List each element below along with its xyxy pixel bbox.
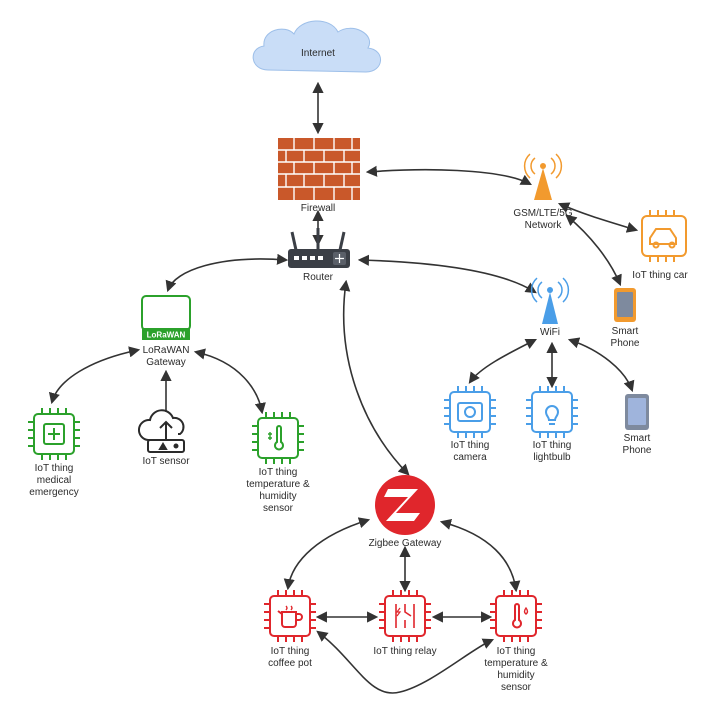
cell-tower-icon	[523, 153, 563, 200]
thermometer-chip-icon	[252, 412, 304, 464]
smartphone-icon	[625, 394, 649, 430]
internet-label: Internet	[301, 48, 335, 59]
iot-coffee-label: IoT thing coffee pot	[268, 646, 312, 669]
router-label: Router	[302, 272, 333, 283]
phone-cell-label: Smart Phone	[610, 326, 640, 349]
lorawan-gateway-icon	[141, 295, 191, 340]
cloud-upload-icon	[138, 409, 185, 453]
cell-network-label: GSM/LTE/5G Network	[513, 208, 573, 231]
thermometer-chip-icon	[490, 590, 542, 642]
car-chip-icon	[641, 210, 687, 262]
iot-relay-label: IoT thing relay	[373, 646, 437, 657]
wifi-tower-icon	[530, 277, 570, 324]
edge-zigbee-coffee	[283, 517, 371, 591]
lightbulb-chip-icon	[526, 386, 578, 438]
medical-chip-icon	[28, 408, 80, 460]
lorawan-badge-text: LoRaWAN	[147, 331, 186, 340]
edge-wifi-camera	[468, 338, 538, 384]
wifi-label: WiFi	[540, 327, 560, 338]
zigbee-gateway-label: Zigbee Gateway	[368, 538, 442, 549]
phone-wifi-label: Smart Phone	[622, 433, 652, 456]
camera-chip-icon	[444, 386, 496, 438]
smartphone-icon	[614, 288, 636, 322]
edge-cellnetwork-phone	[565, 214, 622, 287]
iot-lightbulb-label: IoT thing lightbulb	[532, 440, 572, 463]
edge-zigbee-tempzig	[439, 518, 521, 593]
iot-medical-label: IoT thing medical emergency	[29, 463, 79, 498]
edge-lorawan-temp	[193, 348, 266, 415]
relay-chip-icon	[379, 590, 431, 642]
edge-firewall-cellnetwork	[365, 165, 532, 186]
edge-coffee-tempzig	[316, 630, 495, 694]
coffee-pot-chip-icon	[264, 590, 316, 642]
edge-router-zigbee	[339, 279, 410, 476]
edge-lorawan-medical	[48, 346, 141, 405]
firewall-label: Firewall	[300, 203, 336, 214]
router-icon	[288, 228, 350, 268]
edge-wifi-phone	[567, 337, 635, 393]
edge-router-lorawan	[165, 253, 289, 293]
brick-wall-icon	[278, 138, 360, 200]
edge-router-wifi	[357, 254, 537, 294]
iot-temp-zigbee-label: IoT thing temperature & humidity sensor	[484, 646, 548, 693]
iot-temp-lora-label: IoT thing temperature & humidity sensor	[246, 467, 310, 514]
cloud-icon	[252, 20, 381, 73]
iot-sensor-label: IoT sensor	[142, 456, 190, 467]
iot-car-label: IoT thing car	[632, 270, 688, 281]
iot-camera-label: IoT thing camera	[450, 440, 490, 463]
lorawan-gateway-label: LoRaWAN Gateway	[142, 345, 190, 368]
zigbee-logo-icon	[375, 475, 435, 535]
